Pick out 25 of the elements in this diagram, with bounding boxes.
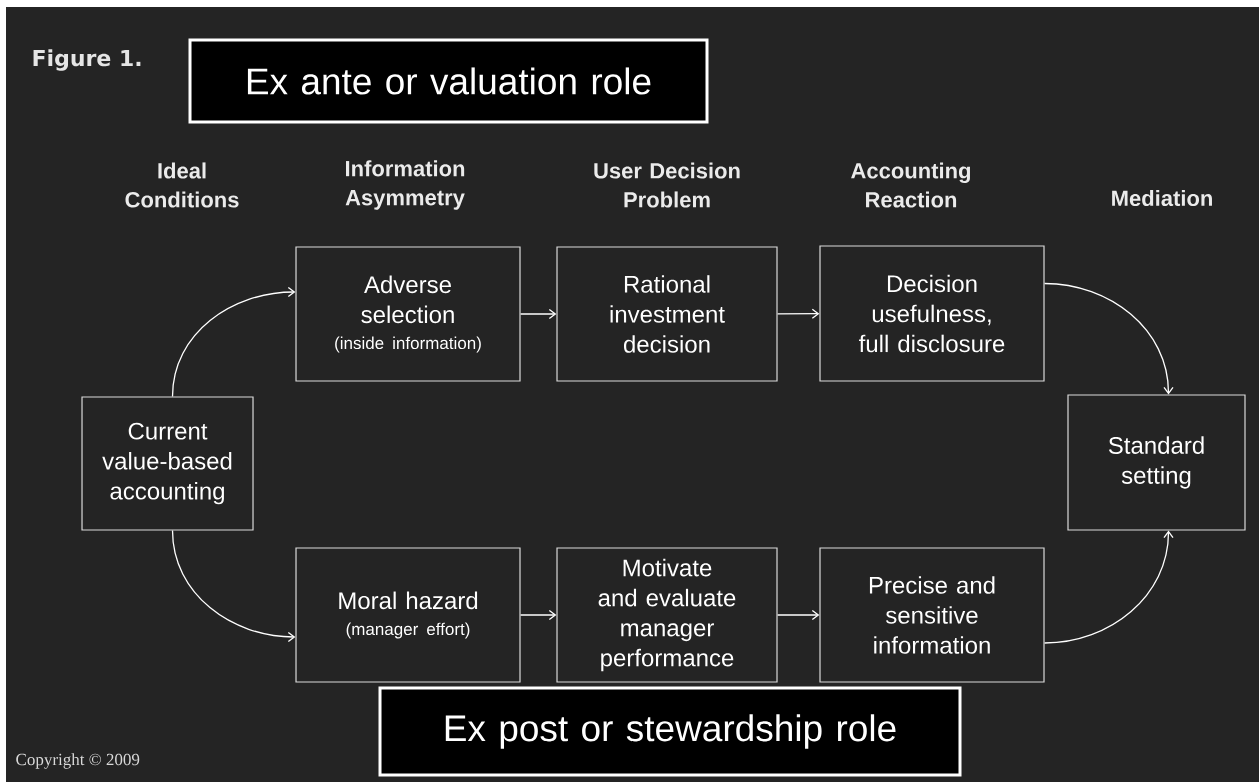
- process-box: Rational investment decision: [556, 246, 778, 382]
- role-banner: Ex post or stewardship role: [378, 686, 962, 777]
- column-heading: User Decision Problem: [594, 162, 740, 208]
- process-box: Current value-based accounting: [81, 396, 254, 531]
- arrow: [171, 529, 296, 643]
- process-box: Moral hazard (manager effort): [295, 547, 521, 683]
- process-box: Adverse selection (inside information): [295, 246, 521, 382]
- column-heading: Ideal Conditions: [125, 162, 239, 208]
- arrow: [776, 308, 820, 319]
- column-heading: Accounting Reaction: [851, 162, 971, 208]
- role-banner: Ex ante or valuation role: [188, 38, 709, 124]
- column-heading: Mediation: [1112, 189, 1212, 207]
- column-heading: Information Asymmetry: [345, 160, 465, 210]
- arrow: [1043, 530, 1174, 644]
- arrow: [776, 609, 820, 621]
- figure-number: Figure 1.: [33, 49, 141, 71]
- copyright-note: Copyright © 2009: [16, 753, 140, 769]
- process-box: Motivate and evaluate manager performance: [556, 547, 778, 683]
- process-box: Precise and sensitive information: [819, 547, 1045, 683]
- arrow: [171, 286, 296, 398]
- process-box: Decision usefulness, full disclosure: [819, 245, 1045, 382]
- process-box: Standard setting: [1067, 394, 1246, 531]
- arrow: [519, 609, 557, 621]
- arrow: [1043, 282, 1174, 395]
- arrow: [519, 308, 557, 320]
